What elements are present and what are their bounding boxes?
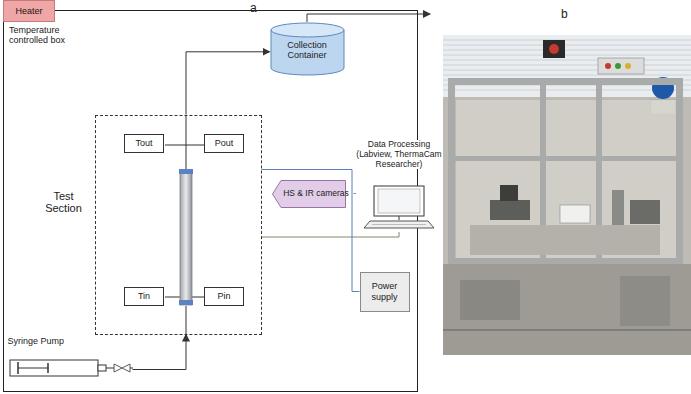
sensor-box: Tout [124,134,164,153]
test-tube [180,170,192,305]
lab-photo [443,35,691,355]
computer-node: Data Processing (Labview, ThermaCam Rese… [356,140,442,232]
outlet-line [307,14,430,22]
inlet-pipe [186,306,187,335]
tube-cap [179,300,193,305]
panel-label: b [561,8,568,21]
node-label: HS & IR cameras [274,189,351,199]
sensor-box: Tin [124,287,164,306]
camera-box: HS & IR cameras [272,180,354,208]
node-label: Tin [136,291,152,301]
connector [354,193,357,194]
connector [133,335,187,370]
syringe-pump: Syringe Pump [8,336,133,384]
node-label: Collection Container [270,40,345,61]
node-label: Data Processing (Labview, ThermaCam Rese… [356,140,442,169]
node-label: Heater [15,6,42,16]
enclosure-frame: Temperature controlled boxCollection Con… [3,10,418,392]
node-label: Test Section [36,190,92,215]
outlet-pipe [186,115,187,169]
sensor-box: Pin [204,287,244,306]
connector [186,52,270,115]
node-label: Power supply [361,281,409,302]
sensor-box: Pout [204,134,244,153]
sensor-line [165,145,205,146]
node-label: Pout [213,138,236,148]
panel-label: a [250,2,257,15]
node-label: Temperature controlled box [9,25,101,46]
heater-box: Heater [3,0,55,22]
connector [262,232,400,237]
test-section: Test SectionToutPoutTinPin [95,115,262,335]
node-label: Syringe Pump [8,336,65,346]
collection-container: Collection Container [270,22,345,77]
power-supply-box: Power supply [360,272,410,312]
node-label: Tout [133,138,154,148]
node-label: Pin [215,291,232,301]
tube-cap [179,169,193,174]
connector [262,170,360,292]
